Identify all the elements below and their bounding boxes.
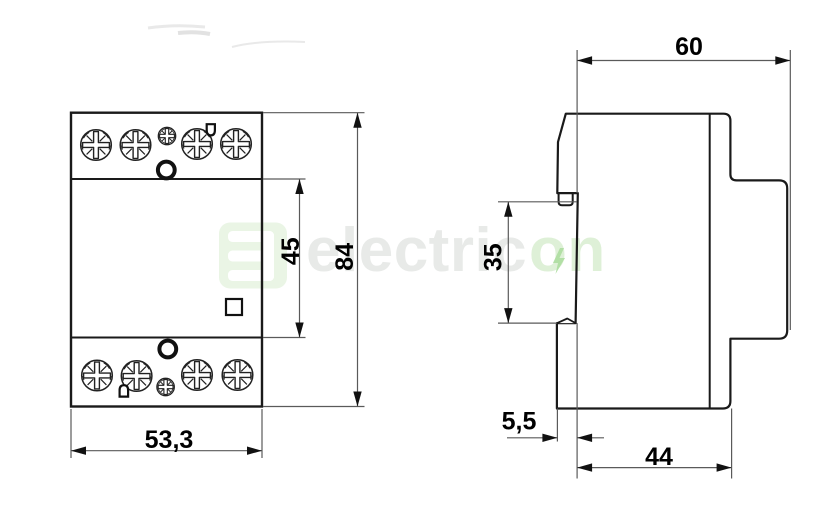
svg-text:44: 44 [645,443,673,471]
svg-text:53,3: 53,3 [145,426,194,454]
svg-text:45: 45 [277,237,305,265]
svg-text:84: 84 [331,243,359,271]
svg-text:on: on [529,216,606,285]
svg-text:5,5: 5,5 [502,408,537,436]
svg-text:electric: electric [306,216,527,285]
svg-text:35: 35 [480,243,508,271]
svg-text:60: 60 [675,33,703,61]
